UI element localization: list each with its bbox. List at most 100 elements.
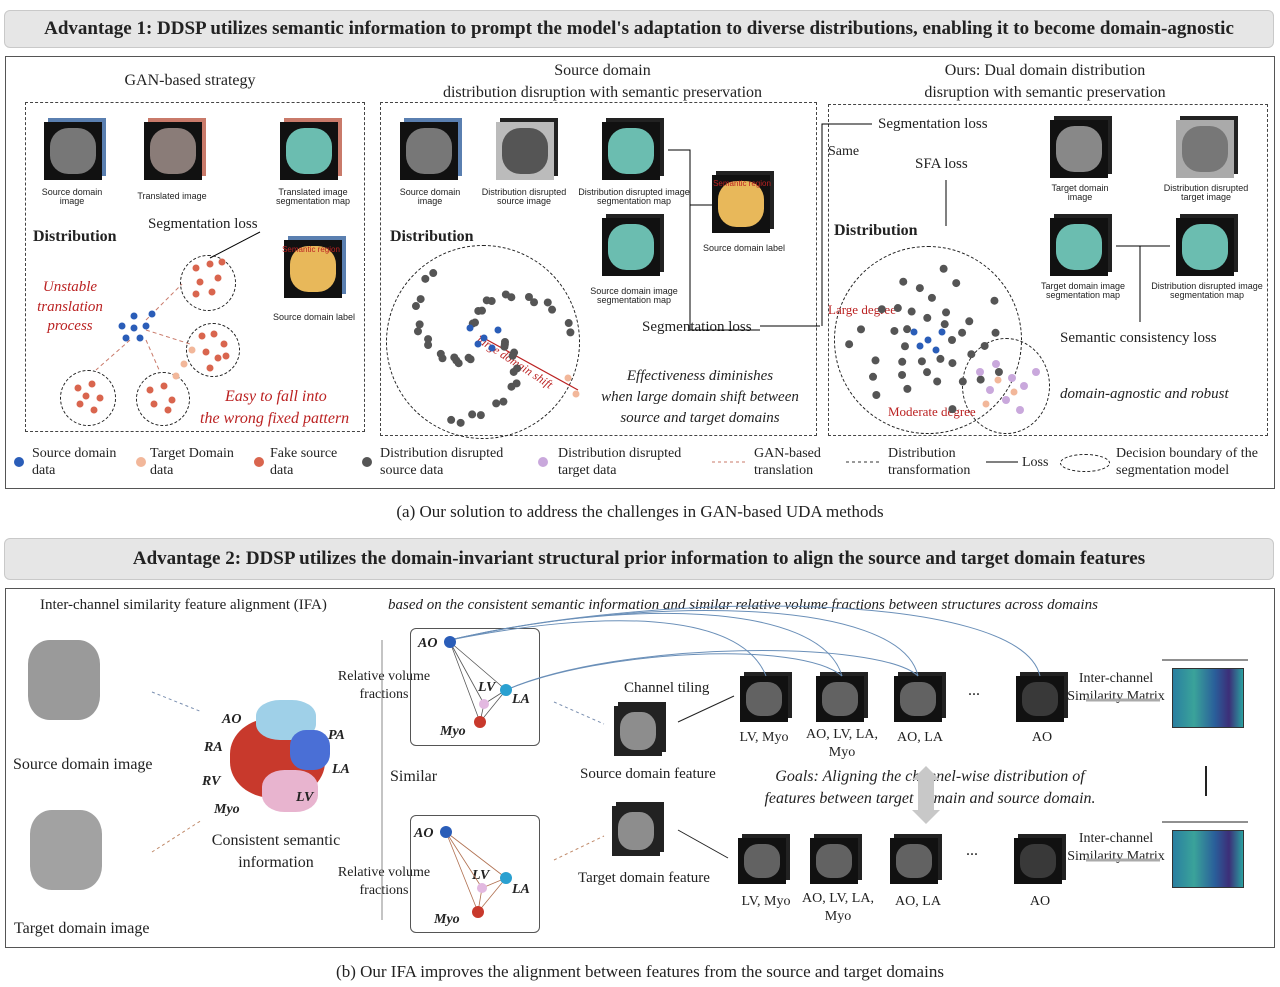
gan-fake-point xyxy=(210,330,218,338)
ours-disrupted-source-point xyxy=(845,340,854,349)
ours-disrupted-source-point xyxy=(899,277,908,286)
legend-dist: Distribution transformation xyxy=(888,446,971,478)
tgt-channel-1 xyxy=(738,838,786,884)
gan-fake-point xyxy=(214,274,222,282)
graph-tgt-myo: Myo xyxy=(434,912,460,927)
gan-cluster-1 xyxy=(180,255,236,311)
graph-src-la: LA xyxy=(512,692,530,707)
mid-source-point xyxy=(494,326,502,334)
mid-disrupted-source-point xyxy=(476,411,485,420)
mid-disrupted-map-label: Distribution disrupted image segmentatio… xyxy=(578,187,690,207)
gan-wrong-pattern: the wrong fixed pattern xyxy=(200,410,350,427)
mid-decision-boundary xyxy=(386,245,580,439)
relative-volume-top: Relative volume fractions xyxy=(337,669,431,703)
mid-disrupted-source-point xyxy=(424,341,433,350)
mid-target-point xyxy=(564,374,572,382)
tgt-channel-label-4: AO xyxy=(1029,894,1051,909)
gan-fake-point xyxy=(90,406,98,414)
ours-target-point xyxy=(982,400,990,408)
ours-disrupted-source-point xyxy=(903,325,912,334)
heart-pa xyxy=(290,730,330,770)
ours-target-img-label: Target domain image xyxy=(1051,183,1109,203)
ours-target-point xyxy=(1010,388,1018,396)
gan-fake-point xyxy=(88,380,96,388)
heart-label-la: LA xyxy=(332,762,350,777)
gan-cluster-3 xyxy=(60,370,116,426)
ours-disrupted-map-label: Distribution disrupted image segmentatio… xyxy=(1151,281,1263,301)
mid-semantic-region: Semantic region xyxy=(713,179,771,188)
ours-source-point xyxy=(932,346,940,354)
ours-disrupted-source-point xyxy=(965,317,974,326)
legend-target: Target Domain data xyxy=(150,446,234,478)
legend-source-dot xyxy=(14,457,24,467)
tgt-channel-2 xyxy=(810,838,858,884)
ours-disrupted-source-point xyxy=(869,372,878,381)
legend-gan: GAN-based translation xyxy=(754,446,821,478)
ours-disrupted-source-point xyxy=(915,284,924,293)
ours-source-point xyxy=(938,328,946,336)
ifa-subtitle: based on the consistent semantic informa… xyxy=(388,597,1098,613)
gan-seg-loss: Segmentation loss xyxy=(148,216,258,232)
gan-arrow-2 xyxy=(145,329,191,345)
mid-disrupted-src-label: Distribution disrupted source image xyxy=(481,187,567,207)
ours-disrupted-source-point xyxy=(923,313,932,322)
mid-source-map-label: Source domain image segmentation map xyxy=(590,286,678,306)
gan-fake-point xyxy=(164,406,172,414)
ours-disrupted-target-point xyxy=(976,368,984,376)
similar-label: Similar xyxy=(390,768,438,785)
ours-disrupted-source-point xyxy=(952,279,961,288)
target-heart-volume xyxy=(30,810,102,890)
ours-disrupted-target-thumb xyxy=(1176,120,1234,178)
ours-same: Same xyxy=(828,144,860,159)
src-ellipsis: ... xyxy=(968,682,980,699)
legend-fake: Fake source data xyxy=(270,446,338,478)
mid-disrupted-source-point xyxy=(450,353,459,362)
mid-source-label: Source domain label xyxy=(702,243,786,253)
ours-distribution: Distribution xyxy=(834,222,918,239)
ours-disrupted-source-point xyxy=(948,359,957,368)
tgt-similarity-matrix xyxy=(1172,830,1244,888)
tiling-arrow-tgt xyxy=(677,829,729,859)
mid-disrupted-source-point xyxy=(507,382,516,391)
caption-b: (b) Our IFA improves the alignment betwe… xyxy=(336,962,944,981)
ours-disrupted-source-point xyxy=(948,336,956,344)
legend-source: Source domain data xyxy=(32,446,117,478)
ours-disrupted-source-point xyxy=(940,320,949,329)
mid-disrupted-source-point xyxy=(564,319,573,328)
mid-disrupted-source-point xyxy=(436,349,445,358)
mid-disrupted-source-point xyxy=(500,342,509,351)
source-image-thumb xyxy=(44,122,102,180)
ours-disrupted-source-point xyxy=(976,375,985,384)
ours-disrupted-target-point xyxy=(992,360,1000,368)
mid-disrupted-thumb xyxy=(496,122,554,180)
gan-fake-point xyxy=(220,340,228,348)
src-channel-4 xyxy=(1016,676,1064,722)
ours-sem-loss: Semantic consistency loss xyxy=(1060,330,1217,346)
mid-disrupted-source-point xyxy=(492,399,501,408)
gan-fake-point xyxy=(214,354,222,362)
legend-dis-tgt-dot xyxy=(538,457,548,467)
ours-disrupted-source-point xyxy=(903,384,912,393)
ours-disrupted-target-point xyxy=(1032,368,1040,376)
advantage-1-banner: Advantage 1: DDSP utilizes semantic info… xyxy=(4,10,1274,48)
ours-disrupted-target-point xyxy=(1016,406,1024,414)
heart-lv xyxy=(262,770,318,812)
ours-seg-line xyxy=(821,123,872,326)
gan-fake-point xyxy=(82,392,90,400)
mid-effect-3: source and target domains xyxy=(620,410,780,426)
source-graph-box xyxy=(410,628,540,746)
mid-disrupted-map-thumb xyxy=(602,122,660,180)
src-channel-3 xyxy=(894,676,942,722)
heart-label-lv: LV xyxy=(296,790,314,805)
gan-fake-point xyxy=(160,382,168,390)
mid-disrupted-source-point xyxy=(487,297,496,306)
mid-effect-1: Effectiveness diminishes xyxy=(626,368,774,384)
ours-disrupted-source-point xyxy=(856,325,865,334)
mid-source-point xyxy=(488,344,496,352)
ours-disrupted-source-point xyxy=(942,308,951,317)
gan-translated-img-label: Translated image xyxy=(137,191,207,201)
gan-source-point xyxy=(136,334,144,342)
legend-fake-dot xyxy=(254,457,264,467)
gan-title: GAN-based strategy xyxy=(124,72,256,89)
